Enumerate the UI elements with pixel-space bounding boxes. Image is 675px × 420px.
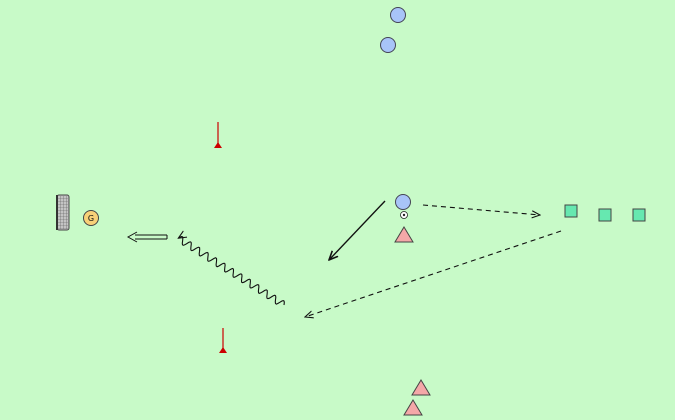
shot-arrow <box>126 231 168 243</box>
marker-pole-icon <box>219 328 227 353</box>
pass-arrow <box>329 200 386 260</box>
player-green[interactable] <box>632 208 646 222</box>
ball-icon <box>400 211 408 219</box>
player-green[interactable] <box>598 208 612 222</box>
player-blue[interactable] <box>395 194 411 210</box>
player-red[interactable] <box>411 379 431 396</box>
run-arrow-dashed <box>305 230 562 317</box>
player-red[interactable] <box>394 226 414 243</box>
player-blue[interactable] <box>390 7 406 23</box>
marker-pole-icon <box>214 122 222 148</box>
player-blue[interactable] <box>380 37 396 53</box>
goalkeeper[interactable]: G <box>83 210 99 226</box>
player-green[interactable] <box>564 204 578 218</box>
dribble-arrow <box>178 237 285 306</box>
pass-arrow-dashed <box>422 204 540 215</box>
goal-net-icon <box>56 194 70 231</box>
player-red[interactable] <box>403 399 423 416</box>
goalkeeper-label: G <box>88 214 94 223</box>
